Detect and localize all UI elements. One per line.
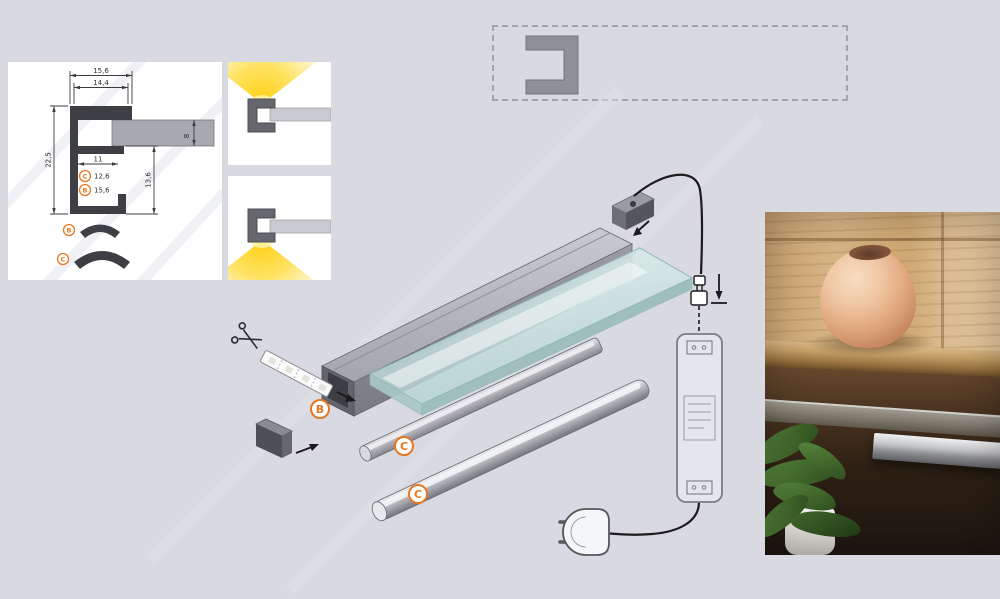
light-beam-up bbox=[228, 62, 317, 104]
profile-section bbox=[70, 106, 132, 214]
glass-shelf-bar bbox=[269, 219, 331, 234]
dim-total-height: 22,5 bbox=[45, 152, 53, 168]
cover-b-width-row: B 15,6 bbox=[78, 183, 110, 197]
label-c-circle: C bbox=[83, 173, 88, 181]
power-cable bbox=[609, 173, 704, 536]
glass-shelf-bar bbox=[269, 107, 331, 122]
label-b-letter: B bbox=[316, 403, 324, 416]
label-c-badge-2: C bbox=[408, 484, 428, 504]
label-b-circle: B bbox=[83, 187, 88, 195]
profile-outline-icon bbox=[525, 35, 579, 95]
dim-lower-height: 13,6 bbox=[145, 172, 153, 188]
profile-section-icon bbox=[247, 98, 276, 133]
light-down-illustration bbox=[228, 208, 331, 280]
photo-board-joint bbox=[765, 238, 1000, 241]
dim-cover-b-width: 15,6 bbox=[94, 187, 110, 195]
scissors-icon bbox=[230, 322, 263, 350]
diffuser-cover-flat bbox=[359, 337, 603, 462]
arrow-led-insert bbox=[336, 391, 356, 402]
dim-slot-width: 11 bbox=[94, 156, 103, 164]
cover-c-width-row: C 12,6 bbox=[78, 169, 110, 183]
label-b-badge: B bbox=[310, 399, 330, 419]
cover-b-section: B bbox=[62, 223, 120, 238]
light-direction-down-panel bbox=[228, 176, 331, 280]
insert-arrow bbox=[711, 274, 727, 304]
end-cap bbox=[255, 418, 293, 458]
photo-ceramic-pot bbox=[820, 248, 916, 348]
light-up-illustration bbox=[228, 62, 331, 133]
dim-glass-thickness: 8 bbox=[183, 134, 191, 138]
label-b-circle: B bbox=[67, 227, 72, 235]
arrow-endcap bbox=[295, 444, 319, 454]
label-c-letter: C bbox=[400, 440, 408, 453]
light-direction-up-panel bbox=[228, 62, 331, 165]
dim-outer-width: 15,6 bbox=[93, 67, 109, 75]
arrow-clip bbox=[633, 220, 650, 236]
photo-board-joint-vertical bbox=[941, 212, 944, 354]
profile-variant-box bbox=[492, 25, 848, 101]
power-plug bbox=[558, 508, 610, 556]
glass-shelf-3d bbox=[368, 247, 694, 416]
profile-cross-section-drawing: 15,6 14,4 8 22,5 11 13,6 C 12,6 B 15,6 B bbox=[0, 38, 247, 301]
aluminum-profile-3d bbox=[320, 227, 634, 417]
light-beam-down bbox=[228, 240, 314, 280]
watermark-lines bbox=[0, 38, 247, 301]
label-c-badge-1: C bbox=[394, 436, 414, 456]
label-c-letter: C bbox=[414, 488, 422, 501]
cover-c-section: C bbox=[56, 251, 130, 269]
led-strip bbox=[260, 350, 333, 397]
dim-inner-width: 14,4 bbox=[93, 79, 109, 87]
label-c-circle: C bbox=[61, 256, 66, 264]
power-supply-unit bbox=[676, 333, 723, 503]
watermark-lines bbox=[145, 85, 765, 595]
dimension-drawing-panel: 15,6 14,4 8 22,5 11 13,6 C 12,6 B 15,6 B bbox=[0, 38, 247, 301]
mounting-clip bbox=[611, 191, 655, 230]
diffuser-cover-round bbox=[371, 379, 650, 522]
glass-shelf-section bbox=[111, 119, 215, 147]
profile-section-icon bbox=[247, 208, 276, 243]
dim-cover-c-width: 12,6 bbox=[94, 173, 110, 181]
dimension-arrowheads bbox=[52, 73, 196, 214]
application-photo bbox=[765, 212, 1000, 555]
photo-vignette bbox=[765, 212, 1000, 555]
cable-connector-pair bbox=[690, 275, 708, 306]
